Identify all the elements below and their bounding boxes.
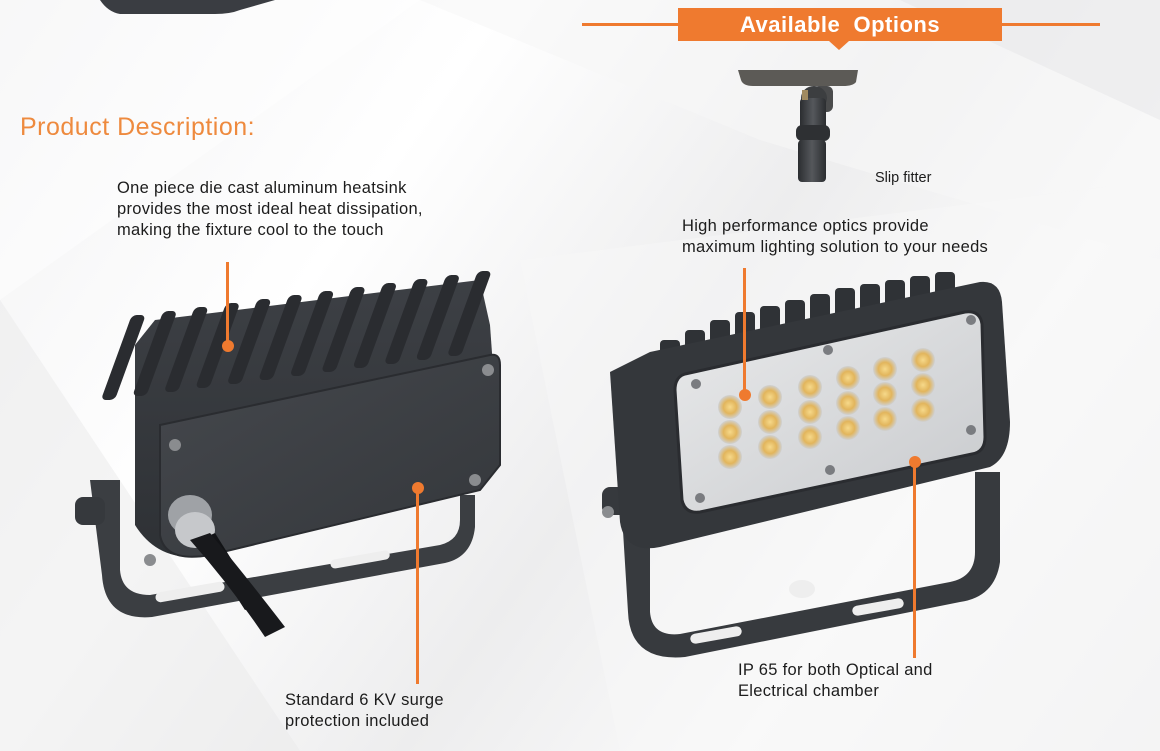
optics-leader-dot (739, 389, 751, 401)
heatsink-callout-line: One piece die cast aluminum heatsink (117, 179, 407, 197)
slip-fitter-label: Slip fitter (875, 170, 932, 186)
slip-fitter-image (738, 70, 858, 182)
heatsink-callout-line: provides the most ideal heat dissipation… (117, 200, 423, 218)
optics-callout: High performance optics provide maximum … (682, 216, 988, 258)
optics-callout-line: maximum lighting solution to your needs (682, 238, 989, 256)
available-options-banner: Available Options (678, 8, 1002, 41)
banner-rule-right (1002, 23, 1100, 26)
banner-pointer (829, 41, 849, 50)
flood-light-rear-view-image (75, 271, 501, 637)
heatsink-callout-line: making the fixture cool to the touch (117, 221, 384, 239)
heatsink-leader-line (226, 262, 229, 344)
ip65-callout-line: IP 65 for both Optical and (738, 661, 933, 679)
ip65-callout-line: Electrical chamber (738, 682, 880, 700)
ip65-leader-line (913, 462, 916, 658)
optics-leader-line (743, 268, 746, 392)
surge-callout: Standard 6 KV surge protection included (285, 690, 444, 732)
surge-leader-line (416, 488, 419, 684)
heatsink-callout: One piece die cast aluminum heatsink pro… (117, 178, 423, 241)
ip65-callout: IP 65 for both Optical and Electrical ch… (738, 660, 933, 702)
section-title: Product Description: (20, 113, 256, 141)
optics-callout-line: High performance optics provide (682, 217, 929, 235)
banner-rule-left (582, 23, 678, 26)
surge-callout-line: Standard 6 KV surge (285, 691, 444, 709)
surge-callout-line: protection included (285, 712, 430, 730)
flood-light-front-view-image (602, 272, 1010, 658)
fixture-fragment-image (100, 0, 275, 14)
heatsink-leader-dot (222, 340, 234, 352)
